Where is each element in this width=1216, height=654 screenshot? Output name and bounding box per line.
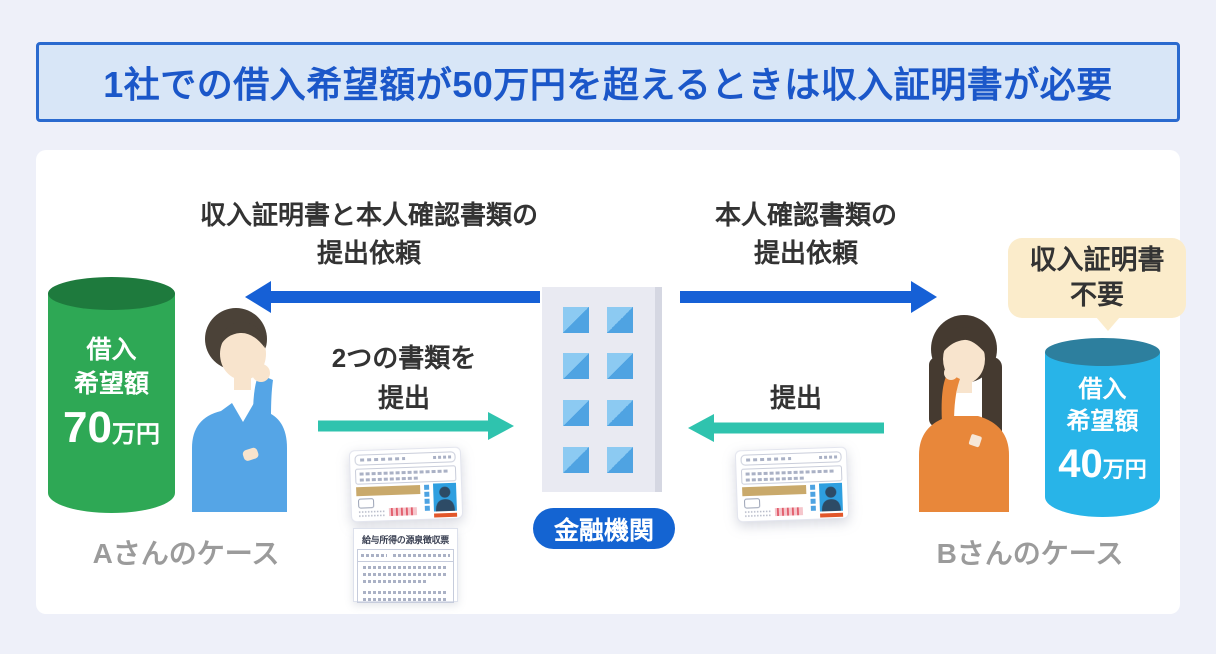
case-a-submit-line2: 提出 (377, 383, 430, 413)
person-a-man-icon (192, 308, 287, 512)
window-icon (607, 353, 633, 379)
tax-doc-row (358, 550, 453, 562)
cylinder-b-line2: 希望額 (1066, 408, 1139, 435)
tax-doc-table (357, 549, 454, 603)
arrow-shaft (680, 291, 915, 303)
cylinder-b-text: 借入 希望額 40万円 (1045, 374, 1160, 486)
arrow-head-right-icon (488, 412, 514, 440)
no-income-proof-bubble: 収入証明書 不要 (1008, 238, 1186, 331)
id-card-b-icon (734, 446, 850, 523)
case-a-submit-line1: 2つの書類を (331, 343, 477, 373)
id-card-a-icon (348, 446, 464, 523)
tax-doc-line (363, 598, 448, 601)
cylinder-a-unit: 万円 (111, 421, 160, 448)
case-a-submit-label: 2つの書類を 提出 (254, 338, 554, 418)
case-b-request-line1: 本人確認書類の (714, 200, 897, 230)
tax-doc-line (363, 566, 448, 569)
arrow-head-left-icon (245, 281, 271, 313)
arrow-head-left-icon (688, 414, 714, 442)
tax-doc-line (363, 591, 448, 594)
title-banner: 1社での借入希望額が50万円を超えるときは収入証明書が必要 (36, 42, 1180, 122)
cylinder-a-line2: 希望額 (73, 370, 149, 398)
cylinder-a-line1: 借入 (86, 336, 137, 364)
arrow-shaft (267, 291, 540, 303)
window-icon (563, 447, 589, 473)
window-icon (607, 400, 633, 426)
bank-building-icon (542, 287, 662, 492)
person-b-woman-icon (919, 315, 1009, 512)
institution-badge: 金融機関 (533, 508, 675, 549)
cylinder-a-amount: 70 (63, 403, 112, 452)
window-icon (607, 307, 633, 333)
cylinder-top (48, 277, 175, 310)
window-icon (563, 400, 589, 426)
loan-amount-cylinder-b: 借入 希望額 40万円 (1045, 338, 1160, 517)
bubble-tail-icon (1096, 317, 1120, 331)
request-arrow-to-b (680, 281, 937, 313)
submit-arrow-from-b (688, 413, 884, 443)
case-a-label: Aさんのケース (92, 538, 280, 569)
building-side-shade (655, 287, 662, 492)
cylinder-b-amount-row: 40万円 (1045, 444, 1160, 486)
tax-doc-title: 給与所得の源泉徴収票 (361, 535, 449, 545)
case-b-request-line2: 提出依頼 (753, 238, 858, 268)
arrow-head-right-icon (911, 281, 937, 313)
bubble-line2: 不要 (1070, 280, 1124, 310)
cylinder-a-text: 借入 希望額 70万円 (48, 333, 175, 452)
cylinder-b-line1: 借入 (1078, 376, 1127, 403)
tax-withholding-doc-icon: 給与所得の源泉徴収票 (353, 528, 458, 603)
cylinder-a-amount-row: 70万円 (48, 406, 175, 452)
case-a-request-line1: 収入証明書と本人確認書類の (199, 200, 538, 230)
cylinder-body (48, 293, 175, 513)
window-icon (607, 447, 633, 473)
cylinder-top (1045, 338, 1160, 366)
cylinder-b-amount: 40 (1058, 442, 1103, 486)
case-b-request-label: 本人確認書類の 提出依頼 (646, 196, 966, 272)
case-b-label: Bさんのケース (936, 538, 1124, 569)
case-a-request-label: 収入証明書と本人確認書類の 提出依頼 (159, 196, 579, 272)
diagram-panel: 収入証明書と本人確認書類の 提出依頼 本人確認書類の 提出依頼 2つの書類を 提… (36, 150, 1186, 614)
cylinder-b-unit: 万円 (1102, 457, 1147, 482)
case-a-request-line2: 提出依頼 (316, 238, 421, 268)
tax-doc-line (363, 573, 448, 576)
submit-arrow-from-a (318, 411, 514, 441)
request-arrow-to-a (245, 281, 540, 313)
window-icon (563, 353, 589, 379)
arrow-shaft (710, 422, 884, 434)
case-b-submit-label: 提出 (769, 383, 822, 413)
arrow-shaft (318, 420, 492, 432)
page-title: 1社での借入希望額が50万円を超えるときは収入証明書が必要 (103, 64, 1113, 105)
loan-amount-cylinder-a: 借入 希望額 70万円 (48, 277, 175, 513)
bubble-line1: 収入証明書 (1029, 245, 1165, 275)
window-icon (563, 307, 589, 333)
cylinder-body (1045, 352, 1160, 517)
institution-label: 金融機関 (553, 516, 654, 545)
tax-doc-line (363, 580, 427, 583)
